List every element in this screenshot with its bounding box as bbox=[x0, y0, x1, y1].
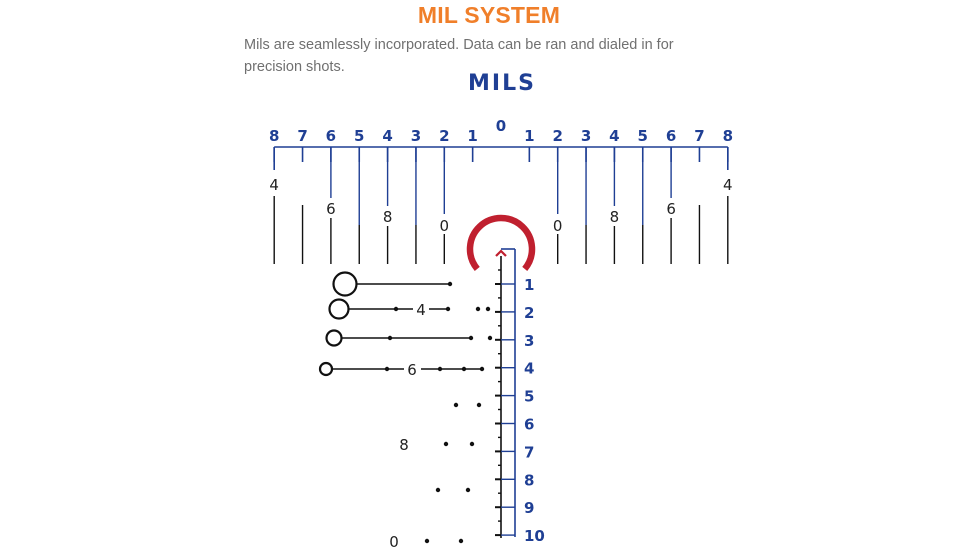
holdover-dot bbox=[469, 441, 475, 447]
horizontal-sub-label: 6 bbox=[666, 200, 676, 218]
holdover-dot bbox=[461, 366, 467, 372]
holdover-dot bbox=[393, 306, 399, 312]
holdover-dot bbox=[458, 538, 464, 544]
aiming-chevron bbox=[495, 249, 507, 257]
horizontal-mil-label: 1 bbox=[524, 127, 534, 145]
holdover-dot bbox=[437, 366, 443, 372]
holdover-label: 0 bbox=[389, 533, 399, 550]
horizontal-sub-label: 0 bbox=[440, 217, 450, 235]
horizontal-sub-label: 8 bbox=[383, 208, 393, 226]
holdover-dot bbox=[445, 306, 451, 312]
horizontal-sub-label: 6 bbox=[326, 200, 336, 218]
horizontal-mil-label: 6 bbox=[326, 127, 336, 145]
vertical-mil-label: 4 bbox=[524, 360, 534, 378]
horizontal-mil-label: 6 bbox=[666, 127, 676, 145]
horizontal-sub-label: 4 bbox=[269, 176, 279, 194]
horizontal-sub-label: 8 bbox=[610, 208, 620, 226]
horizontal-mil-label: 4 bbox=[609, 127, 619, 145]
horizontal-mil-label: 3 bbox=[411, 127, 421, 145]
horizontal-mil-label: 5 bbox=[354, 127, 364, 145]
vertical-mil-label: 6 bbox=[524, 416, 534, 434]
holdover-dot bbox=[447, 281, 453, 287]
label-gap bbox=[404, 360, 421, 378]
horizontal-mil-label: 7 bbox=[694, 127, 704, 145]
vertical-mil-label: 8 bbox=[524, 471, 534, 489]
mils-heading: MILS bbox=[468, 71, 536, 96]
vertical-mil-labels: 1 2 3 4 5 6 7 8 9 10 bbox=[524, 276, 545, 545]
horizontal-mil-scale bbox=[273, 146, 729, 264]
red-aiming-circle bbox=[466, 214, 536, 272]
holdover-dot bbox=[468, 335, 474, 341]
holdover-dot bbox=[424, 538, 430, 544]
horizontal-mil-label: 5 bbox=[638, 127, 648, 145]
horizontal-mil-label: 4 bbox=[382, 127, 392, 145]
vertical-mil-label: 10 bbox=[524, 527, 545, 545]
horizontal-mil-label: 1 bbox=[467, 127, 477, 145]
holdover-dot bbox=[453, 402, 459, 408]
holdover-ring bbox=[332, 271, 358, 297]
holdover-dot bbox=[465, 487, 471, 493]
holdover-dot bbox=[443, 441, 449, 447]
center-zero-label: 0 bbox=[496, 117, 506, 135]
vertical-mil-label: 2 bbox=[524, 304, 534, 322]
horizontal-mil-label: 3 bbox=[581, 127, 591, 145]
holdover-label: 8 bbox=[399, 436, 409, 454]
horizontal-mil-label: 2 bbox=[552, 127, 562, 145]
vertical-mil-label: 9 bbox=[524, 499, 534, 517]
horizontal-sub-label: 4 bbox=[723, 176, 733, 194]
vertical-mil-label: 5 bbox=[524, 388, 534, 406]
horizontal-sub-label: 0 bbox=[553, 217, 563, 235]
holdover-dot bbox=[435, 487, 441, 493]
holdover-label: 4 bbox=[416, 301, 426, 319]
holdover-dot bbox=[475, 306, 481, 312]
holdover-dot bbox=[487, 335, 493, 341]
holdover-dot bbox=[387, 335, 393, 341]
holdover-dot bbox=[476, 402, 482, 408]
horizontal-mil-label: 8 bbox=[723, 127, 733, 145]
holdover-ring bbox=[328, 298, 350, 320]
holdover-ring bbox=[318, 361, 334, 377]
vertical-mil-label: 3 bbox=[524, 332, 534, 350]
label-gap bbox=[413, 300, 429, 318]
vertical-mil-scale bbox=[495, 248, 516, 538]
holdover-label: 6 bbox=[407, 361, 417, 379]
horizontal-mil-label: 7 bbox=[297, 127, 307, 145]
horizontal-mil-label: 8 bbox=[269, 127, 279, 145]
page-title: MIL SYSTEM bbox=[417, 2, 561, 28]
vertical-mil-label: 7 bbox=[524, 443, 534, 461]
holdover-tree bbox=[318, 271, 493, 544]
holdover-labels: 4 6 8 0 bbox=[389, 301, 426, 550]
holdover-dot bbox=[384, 366, 390, 372]
horizontal-mil-label: 2 bbox=[439, 127, 449, 145]
page-description: Mils are seamlessly incorporated. Data c… bbox=[244, 37, 674, 75]
horizontal-sub-labels: 4 6 8 0 0 8 6 4 bbox=[269, 176, 732, 235]
holdover-dot bbox=[485, 306, 491, 312]
holdover-dot bbox=[479, 366, 485, 372]
holdover-ring bbox=[325, 329, 343, 347]
vertical-mil-label: 1 bbox=[524, 276, 534, 294]
aiming-circle-arc bbox=[466, 214, 536, 272]
